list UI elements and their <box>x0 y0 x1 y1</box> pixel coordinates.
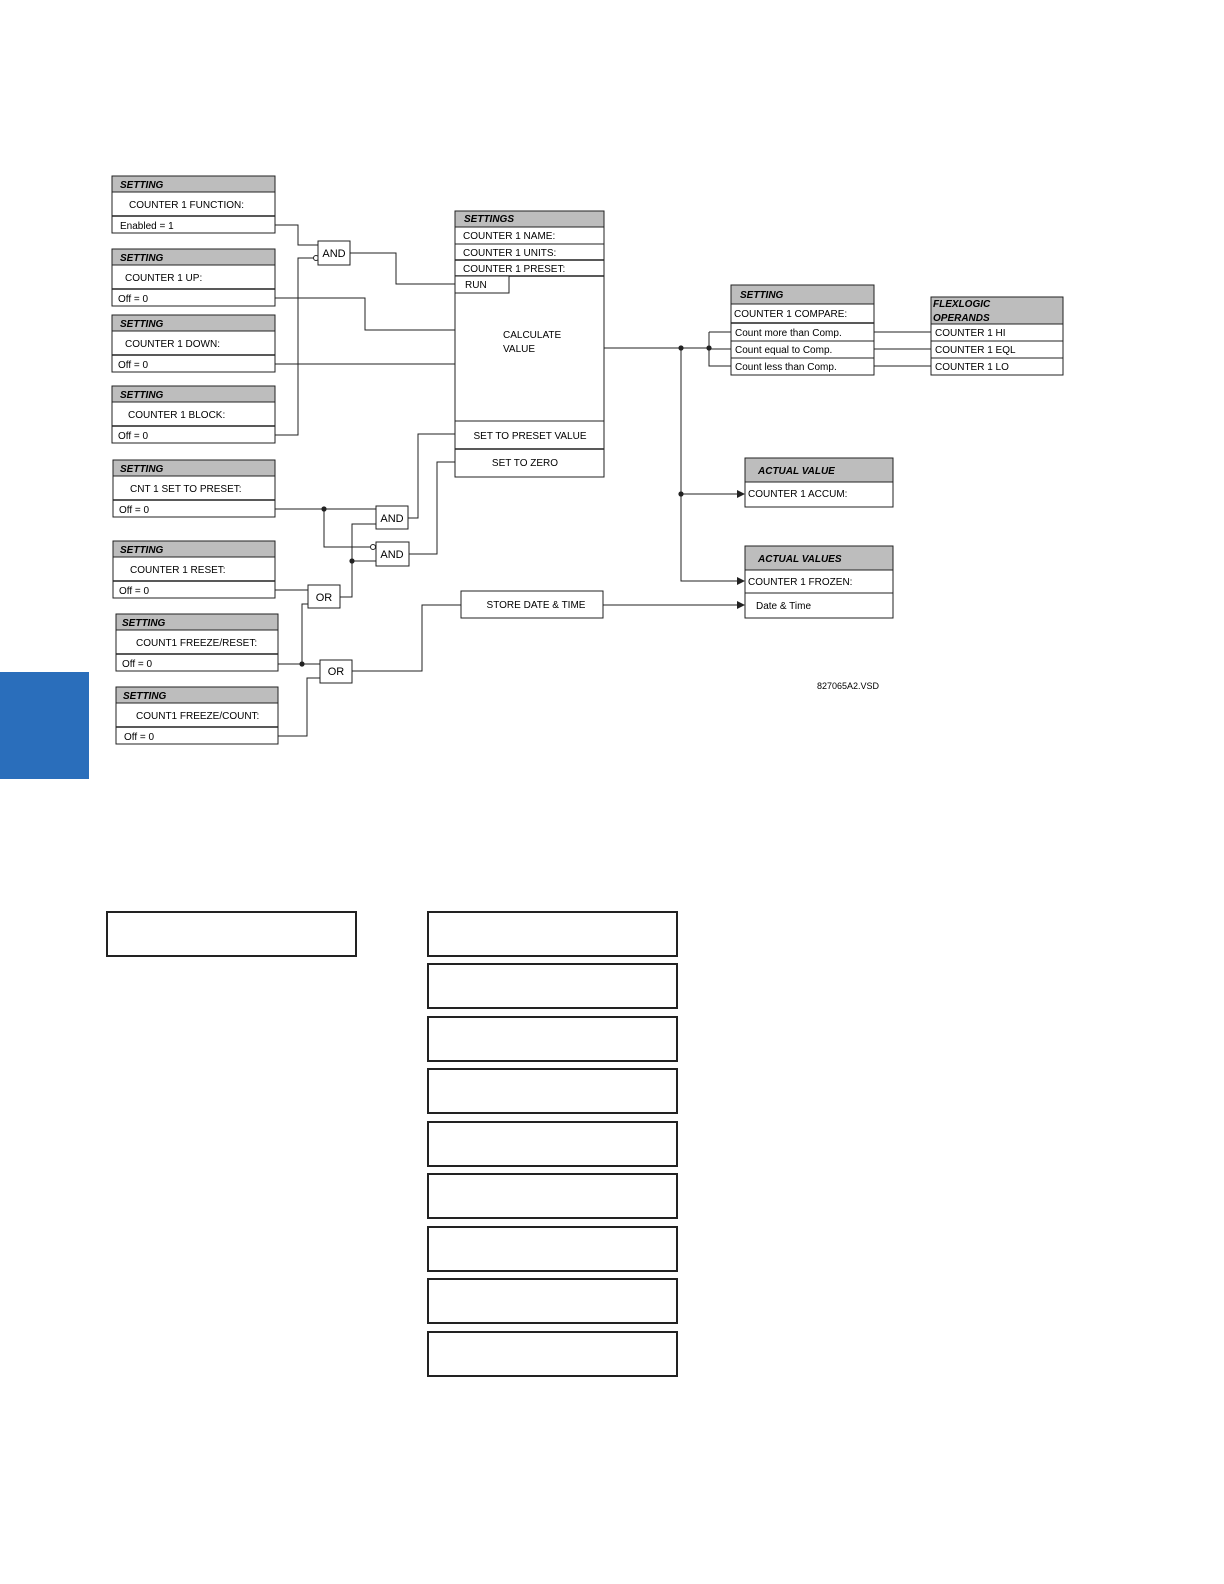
arrow-icon <box>737 577 745 585</box>
gate-label: OR <box>316 592 333 604</box>
compare-name: COUNTER 1 COMPARE: <box>734 309 847 320</box>
junction-dot <box>678 345 684 351</box>
operand-lo: COUNTER 1 LO <box>935 362 1009 373</box>
empty-right-box <box>427 1016 678 1062</box>
setting-input-block: SETTING COUNTER 1 BLOCK: Off = 0 <box>111 385 276 444</box>
setting-input-freeze-count: SETTING COUNT1 FREEZE/COUNT: Off = 0 <box>115 686 279 745</box>
flexlogic-operands-block: FLEXLOGIC OPERANDS COUNTER 1 HI COUNTER … <box>930 296 1064 376</box>
setting-input-set-to-preset: SETTING CNT 1 SET TO PRESET: Off = 0 <box>112 459 276 518</box>
arrow-icon <box>737 490 745 498</box>
drawing-file-id: 827065A2.VSD <box>817 681 880 691</box>
setting-value: Off = 0 <box>119 505 150 516</box>
setting-value: Off = 0 <box>124 732 155 743</box>
junctions <box>299 345 745 667</box>
compare-block: SETTING COUNTER 1 COMPARE: Count more th… <box>730 284 875 376</box>
empty-left-box <box>106 911 357 957</box>
setting-header: SETTING <box>120 390 164 401</box>
setting-name: COUNTER 1 RESET: <box>130 565 226 576</box>
set-to-preset-label: SET TO PRESET VALUE <box>473 431 586 442</box>
and-gate-run: AND <box>317 240 351 266</box>
gate-label: AND <box>322 248 345 260</box>
setting-value: Off = 0 <box>118 360 149 371</box>
and-gate-preset: AND <box>375 505 409 530</box>
value-label: VALUE <box>503 344 535 355</box>
arrow-icon <box>737 601 745 609</box>
empty-right-box <box>427 1331 678 1377</box>
block-header: OPERANDS <box>933 313 990 324</box>
setting-value: Off = 0 <box>119 586 150 597</box>
store-label: STORE DATE & TIME <box>487 600 586 611</box>
empty-right-box <box>427 1173 678 1219</box>
setting-name: COUNT1 FREEZE/RESET: <box>136 638 257 649</box>
calculate-label: CALCULATE <box>503 330 561 341</box>
accum-row: COUNTER 1 ACCUM: <box>748 489 847 500</box>
counter-units-row: COUNTER 1 UNITS: <box>463 248 556 259</box>
block-header: SETTING <box>740 290 784 301</box>
compare-row-equal: Count equal to Comp. <box>735 345 832 356</box>
store-date-time-block: STORE DATE & TIME <box>460 590 604 619</box>
setting-value: Off = 0 <box>122 659 153 670</box>
setting-input-function: SETTING COUNTER 1 FUNCTION: Enabled = 1 <box>111 175 276 234</box>
operand-eql: COUNTER 1 EQL <box>935 345 1016 356</box>
block-header: SETTINGS <box>464 214 514 225</box>
or-gate-freeze: OR <box>319 659 353 684</box>
and-gate-zero: AND <box>375 541 410 567</box>
junction-dot <box>678 491 684 497</box>
block-header: FLEXLOGIC <box>933 299 991 310</box>
counter-settings-block: SETTINGS COUNTER 1 NAME: COUNTER 1 UNITS… <box>454 210 605 478</box>
counter-preset-row: COUNTER 1 PRESET: <box>463 264 565 275</box>
gate-label: AND <box>380 513 403 525</box>
setting-name: COUNTER 1 DOWN: <box>125 339 220 350</box>
junction-dot <box>349 558 355 564</box>
date-time-row: Date & Time <box>756 601 811 612</box>
setting-input-freeze-reset: SETTING COUNT1 FREEZE/RESET: Off = 0 <box>115 613 279 672</box>
or-gate-reset: OR <box>307 584 341 609</box>
empty-right-box <box>427 911 678 957</box>
setting-header: SETTING <box>123 691 167 702</box>
setting-name: COUNTER 1 UP: <box>125 273 202 284</box>
setting-value: Off = 0 <box>118 294 149 305</box>
actual-values-block: ACTUAL VALUES COUNTER 1 FROZEN: Date & T… <box>744 545 894 619</box>
setting-input-up: SETTING COUNTER 1 UP: Off = 0 <box>111 248 276 307</box>
block-header: ACTUAL VALUE <box>757 466 835 477</box>
setting-header: SETTING <box>120 253 164 264</box>
junction-dot <box>299 661 305 667</box>
chapter-tab <box>0 672 89 779</box>
empty-right-box <box>427 1068 678 1114</box>
setting-value: Enabled = 1 <box>120 221 174 232</box>
wires <box>275 224 931 737</box>
setting-input-down: SETTING COUNTER 1 DOWN: Off = 0 <box>111 314 276 373</box>
inversion-bubbles <box>313 255 376 550</box>
setting-name: CNT 1 SET TO PRESET: <box>130 484 242 495</box>
junction-dot <box>706 345 712 351</box>
setting-input-reset: SETTING COUNTER 1 RESET: Off = 0 <box>112 540 276 599</box>
operand-hi: COUNTER 1 HI <box>935 328 1006 339</box>
actual-value-block: ACTUAL VALUE COUNTER 1 ACCUM: <box>744 457 894 508</box>
setting-header: SETTING <box>120 545 164 556</box>
block-header: ACTUAL VALUES <box>757 554 842 565</box>
junction-dot <box>321 506 327 512</box>
setting-header: SETTING <box>120 319 164 330</box>
setting-header: SETTING <box>120 464 164 475</box>
empty-right-box <box>427 963 678 1009</box>
counter-name-row: COUNTER 1 NAME: <box>463 231 555 242</box>
compare-row-more: Count more than Comp. <box>735 328 842 339</box>
empty-right-box <box>427 1226 678 1272</box>
frozen-row: COUNTER 1 FROZEN: <box>748 577 852 588</box>
empty-right-box <box>427 1278 678 1324</box>
setting-value: Off = 0 <box>118 431 149 442</box>
setting-name: COUNT1 FREEZE/COUNT: <box>136 711 259 722</box>
setting-header: SETTING <box>122 618 166 629</box>
set-to-zero-label: SET TO ZERO <box>492 458 558 469</box>
gate-label: AND <box>380 549 403 561</box>
setting-name: COUNTER 1 FUNCTION: <box>129 200 244 211</box>
run-label: RUN <box>465 280 487 291</box>
setting-header: SETTING <box>120 180 164 191</box>
gate-label: OR <box>328 666 345 678</box>
empty-right-box <box>427 1121 678 1167</box>
setting-name: COUNTER 1 BLOCK: <box>128 410 225 421</box>
compare-row-less: Count less than Comp. <box>735 362 837 373</box>
